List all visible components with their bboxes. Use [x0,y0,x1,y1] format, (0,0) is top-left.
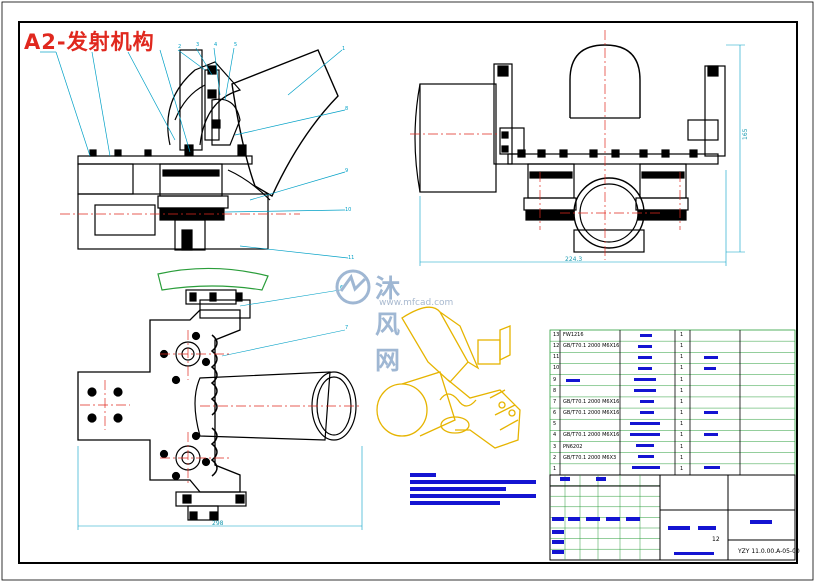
top-leaders [77,289,363,530]
watermark: 沐风网 www.mfcad.com [333,267,453,375]
bom-quantity: 1 [680,465,684,472]
bom-item-spec: GB/T70.1 2000 M6X16 [563,398,620,405]
bom-quantity: 1 [680,354,684,361]
svg-text:4: 4 [214,42,217,48]
bom-quantity: 1 [680,421,684,428]
svg-text:5: 5 [234,42,237,48]
top-view [77,267,357,521]
bom-item-spec: GB/T70.1 2000 M6X3 [563,454,617,461]
bom-item-number: 6 [553,410,557,417]
svg-text:3: 3 [196,42,199,48]
bom-item-spec: GB/T70.1 2000 M6X16 [563,410,620,417]
svg-text:1: 1 [342,46,345,52]
bom-quantity: 1 [680,332,684,338]
title-block [549,474,796,561]
bom-item-number: 1 [553,465,557,472]
bom-item-number: 8 [553,387,557,394]
watermark-url: www.mfcad.com [379,298,454,308]
svg-text:8: 8 [345,106,348,112]
inner-border [18,21,798,564]
side-dimensions [419,44,745,266]
bom-item-number: 13 [553,332,560,338]
side-centerlines [410,30,681,260]
bom-item-number: 7 [553,398,557,405]
front-balloons: 1 8 9 10 11 2 3 4 5 [178,42,354,261]
bom-item-number: 3 [553,443,557,450]
bom-item-spec: PN6202 [563,443,583,450]
bom-quantity: 1 [680,398,684,405]
drawing-number: YZY 11.0.00.A-05-00 [738,548,800,555]
bom-item-number: 4 [553,432,557,439]
front-view [77,49,339,251]
side-view [414,44,726,253]
bom-item-number: 2 [553,454,557,461]
bom-item-spec: GB/T70.1 2000 M6X16 [563,343,620,350]
watermark-brand: 沐风网 [375,274,403,375]
bom-item-number: 9 [553,376,557,383]
bom-item-spec: GB/T70.1 2000 M6X16 [563,432,620,439]
bom-item-number: 5 [553,421,557,428]
technical-notes [410,473,536,505]
svg-text:11: 11 [348,255,354,261]
top-centerlines [80,330,362,484]
dimension-top-width: 298 [212,520,224,527]
front-leaders [40,47,349,259]
svg-text:2: 2 [178,44,181,50]
bom-quantity: 1 [680,365,684,372]
isometric-view [376,306,521,449]
dimension-front-width: 224.3 [565,256,583,263]
bom-item-number: 12 [553,343,560,350]
bom-quantity: 1 [680,376,684,383]
svg-text:9: 9 [345,168,348,174]
bom-item-number: 11 [553,354,560,361]
drawing-title: A2-发射机构 [24,30,155,54]
svg-text:7: 7 [345,325,348,331]
dimension-front-height: 165 [742,128,749,140]
bom-quantity: 1 [680,387,684,394]
bom-quantity: 1 [680,443,684,450]
bom-table [549,329,796,476]
bom-quantity: 1 [680,410,684,417]
bom-quantity: 1 [680,454,684,461]
sheet-number: 12 [712,536,720,543]
bom-item-spec: FW1216 [563,332,584,338]
bom-item-number: 10 [553,365,560,372]
bom-quantity: 1 [680,343,684,350]
svg-text:10: 10 [345,207,351,213]
bom-quantity: 1 [680,432,684,439]
watermark-logo-icon [335,269,371,305]
